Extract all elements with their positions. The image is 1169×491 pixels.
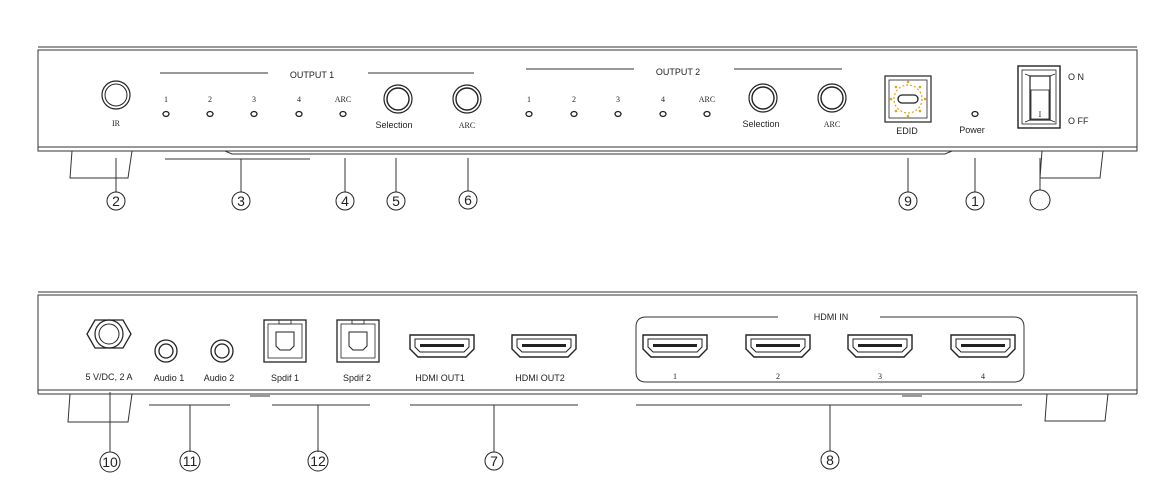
audio2-label: Audio 2 [204,373,235,383]
front-leader-lines [115,158,1041,192]
callout-label: 9 [904,193,912,209]
callout-label: 10 [102,454,118,470]
output2-led-label-arc: ARC [699,95,715,104]
callout-label: 4 [341,193,349,209]
callout-label: 1 [971,193,979,209]
led-indicator [614,110,622,118]
ir-receiver-icon [101,80,131,110]
audio1-jack-icon [154,339,178,363]
rear-panel: 5 V/DC, 2 A Audio 1 Audio 2 Spdif 1 Spdi… [37,291,1138,423]
switch-on-label: O N [1068,72,1084,82]
power-led-indicator [971,110,979,118]
edid-label: EDID [896,126,918,136]
front-callouts: 2 3 4 5 6 9 1 [106,189,1051,211]
hdmi-out1-label: HDMI OUT1 [415,373,465,383]
output1-led-label-arc: ARC [335,95,351,104]
output1-selection-button-icon [383,84,413,114]
output2-led-label-4: 4 [661,95,665,104]
dc-label: 5 V/DC, 2 A [85,372,132,382]
spdif2-port-icon [336,319,380,363]
rear-leader-lines [109,392,1022,452]
output2-selection-button-icon [748,83,778,113]
output2-led-label-3: 3 [616,95,620,104]
rear-callouts: 10 11 12 7 8 [99,450,840,473]
output2-arc-button-icon [817,83,847,113]
output1-arc-label: ARC [459,121,475,130]
spdif1-label: Spdif 1 [271,373,299,383]
output2-arc-label: ARC [824,120,840,129]
power-label: Power [959,125,985,135]
output1-led-label-4: 4 [297,95,301,104]
rear-left-foot [67,393,133,423]
callout-label: 6 [464,192,472,208]
ir-label: IR [112,119,121,128]
rear-right-foot [1044,393,1109,422]
power-rocker-switch-icon [1017,65,1061,129]
hdmi-in2-label: 2 [776,372,780,381]
led-indicator [206,110,214,118]
led-indicator [659,110,667,118]
output1-led-group: 1 2 3 4 ARC [162,95,351,118]
audio1-label: Audio 1 [154,373,185,383]
spdif1-port-icon [263,319,307,363]
front-left-foot [69,150,133,179]
output1-led-label-1: 1 [164,95,168,104]
dc-power-jack-icon [86,319,132,349]
hdmi-in2-port-icon [745,334,811,358]
output1-heading: OUTPUT 1 [290,70,334,80]
hdmi-in-heading: HDMI IN [814,312,849,322]
front-panel: IR OUTPUT 1 1 2 3 4 ARC Selection ARC [37,46,1138,179]
led-indicator [703,110,711,118]
output2-led-label-1: 1 [527,95,531,104]
audio2-jack-icon [210,339,234,363]
led-indicator [339,110,347,118]
hdmi-in-group-outline [635,316,1025,383]
front-right-foot [1039,150,1104,179]
hdmi-in4-label: 4 [981,372,985,381]
edid-rotary-switch-icon [884,75,932,123]
output1-led-label-2: 2 [208,95,212,104]
output2-selection-label: Selection [742,119,779,129]
output1-selection-label: Selection [375,120,412,130]
callout-label: 12 [310,453,326,469]
led-indicator [525,110,533,118]
hdmi-out2-port-icon [511,334,577,358]
spdif2-label: Spdif 2 [343,373,371,383]
led-indicator [295,110,303,118]
hdmi-in1-port-icon [642,334,708,358]
switch-mark: I [1039,110,1042,119]
callout-label: 8 [826,452,834,468]
callout-label: 11 [183,453,198,469]
callout-label: 3 [237,193,245,209]
output1-led-label-3: 3 [252,95,256,104]
hdmi-in4-port-icon [950,334,1016,358]
hdmi-out1-port-icon [409,334,475,358]
hdmi-in1-label: 1 [673,372,677,381]
callout-label: 7 [490,453,498,469]
output2-heading: OUTPUT 2 [656,67,700,77]
hdmi-in3-label: 3 [878,372,882,381]
led-indicator [250,110,258,118]
output2-led-label-2: 2 [572,95,576,104]
led-indicator [162,110,170,118]
led-indicator [570,110,578,118]
switch-off-label: O FF [1068,116,1089,126]
output2-led-group: 1 2 3 4 ARC [525,95,715,118]
callout-label: 2 [112,193,120,209]
hdmi-out2-label: HDMI OUT2 [515,373,565,383]
output1-arc-button-icon [452,84,482,114]
hdmi-in3-port-icon [847,334,913,358]
callout-label: 5 [392,193,400,209]
